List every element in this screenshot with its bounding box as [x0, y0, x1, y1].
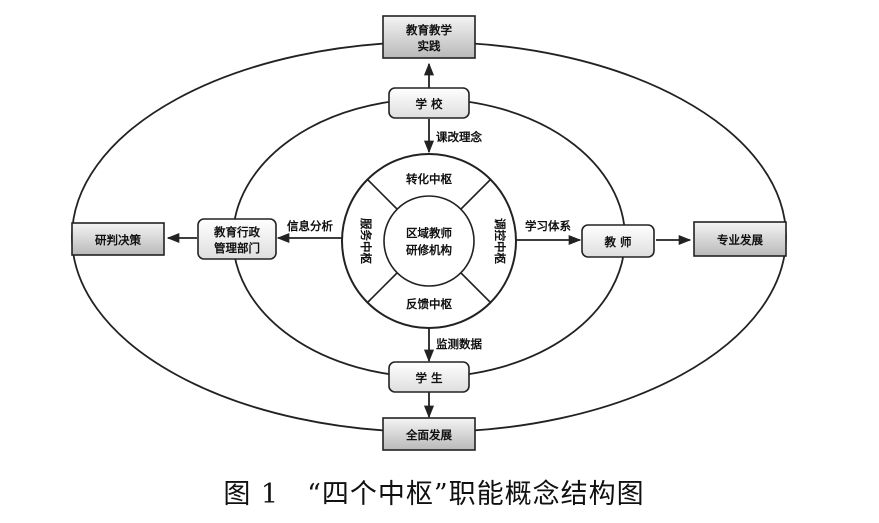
figure-caption: 图 1 “四个中枢”职能概念结构图 [223, 479, 644, 510]
box-overall-dev: 全面发展 [382, 417, 476, 451]
box-student: 学 生 [388, 361, 470, 393]
core-circle [341, 153, 517, 329]
connector-arrows [166, 62, 692, 419]
svg-text:管理部门: 管理部门 [214, 241, 260, 255]
svg-text:教育行政: 教育行政 [213, 225, 260, 239]
core-center-line2: 研修机构 [406, 243, 452, 257]
box-admin-dept: 教育行政 管理部门 [197, 218, 277, 260]
box-teaching-practice: 教育教学 实践 [382, 15, 476, 59]
core-center-line1: 区域教师 [406, 226, 452, 240]
label-core-to-student: 监测数据 [436, 337, 482, 351]
svg-text:全面发展: 全面发展 [405, 428, 452, 442]
svg-text:研判决策: 研判决策 [95, 233, 141, 247]
right-segment-label: 调控中枢 [493, 218, 507, 264]
box-teacher: 教 师 [581, 224, 655, 258]
svg-text:实践: 实践 [418, 39, 441, 53]
left-segment-label: 服务中枢 [359, 218, 373, 264]
label-core-to-teacher: 学习体系 [525, 219, 571, 233]
top-segment-label: 转化中枢 [406, 172, 452, 186]
label-core-to-admin: 信息分析 [287, 219, 333, 233]
label-school-to-core: 课改理念 [436, 130, 482, 144]
svg-text:专业发展: 专业发展 [717, 233, 763, 247]
bottom-segment-label: 反馈中枢 [406, 297, 452, 311]
svg-text:学 校: 学 校 [415, 97, 443, 111]
box-school: 学 校 [388, 87, 470, 119]
svg-text:学 生: 学 生 [415, 371, 443, 385]
svg-text:教 师: 教 师 [603, 235, 632, 249]
box-professional-dev: 专业发展 [693, 221, 787, 257]
svg-text:教育教学: 教育教学 [405, 23, 452, 37]
box-research-decision: 研判决策 [71, 222, 165, 256]
